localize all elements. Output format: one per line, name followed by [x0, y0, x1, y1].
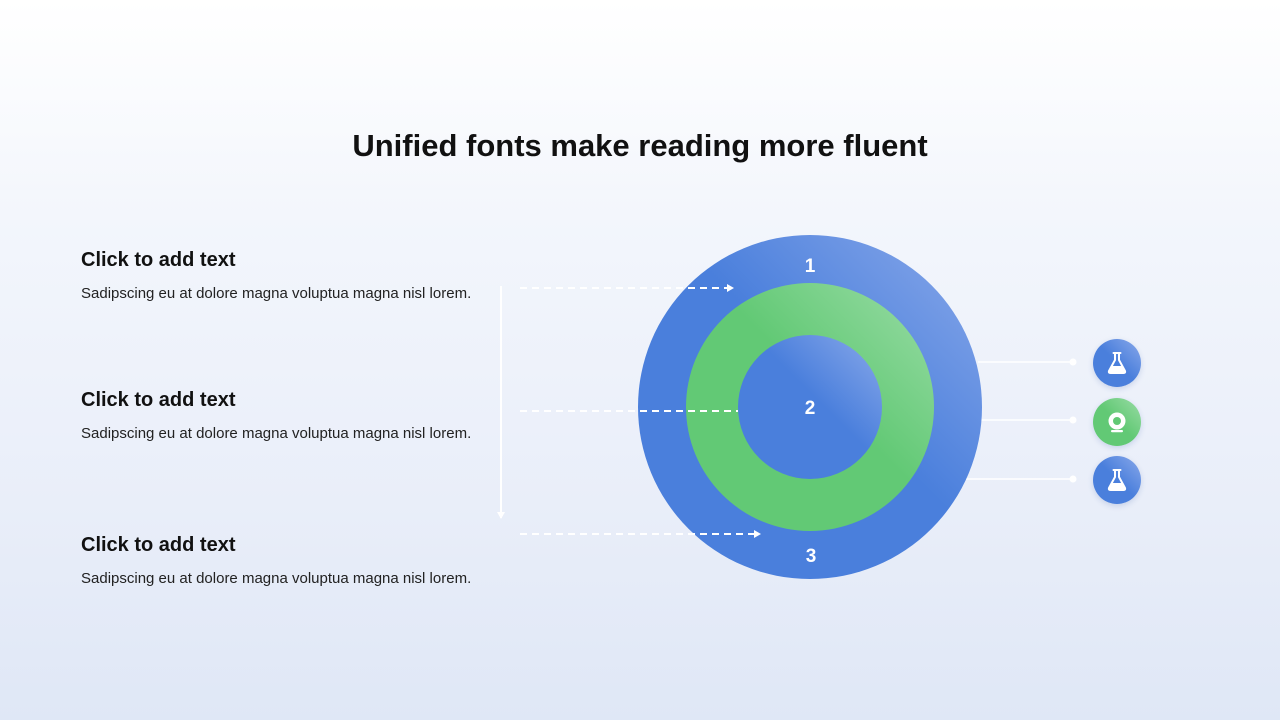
text-block-body[interactable]: Sadipscing eu at dolore magna voluptua m…: [81, 425, 472, 442]
ring-label-3: 3: [806, 546, 817, 567]
flask-icon: [1107, 352, 1127, 374]
flask-icon: [1107, 469, 1127, 491]
inner-circle: [738, 335, 882, 479]
connector-dot: [1069, 475, 1077, 483]
text-block-body[interactable]: Sadipscing eu at dolore magna voluptua m…: [81, 285, 472, 302]
ring-label-2: 2: [805, 398, 816, 419]
connector-dot: [1069, 416, 1077, 424]
text-block-1[interactable]: Click to add text Sadipscing eu at dolor…: [81, 248, 481, 305]
text-block-heading[interactable]: Click to add text: [81, 389, 236, 411]
text-block-body[interactable]: Sadipscing eu at dolore magna voluptua m…: [81, 570, 472, 587]
text-block-heading[interactable]: Click to add text: [81, 534, 236, 556]
flask-icon-button[interactable]: [1093, 456, 1141, 504]
text-block-3[interactable]: Click to add text Sadipscing eu at dolor…: [81, 533, 481, 590]
ring-icon-button[interactable]: [1093, 398, 1141, 446]
text-block-heading[interactable]: Click to add text: [81, 249, 236, 271]
slide-title: Unified fonts make reading more fluent: [352, 128, 928, 163]
text-block-2[interactable]: Click to add text Sadipscing eu at dolor…: [81, 388, 481, 445]
ring-label-1: 1: [805, 256, 816, 277]
flask-icon-button[interactable]: [1093, 339, 1141, 387]
ring-icon: [1108, 412, 1126, 433]
connector-dot: [1069, 358, 1077, 366]
